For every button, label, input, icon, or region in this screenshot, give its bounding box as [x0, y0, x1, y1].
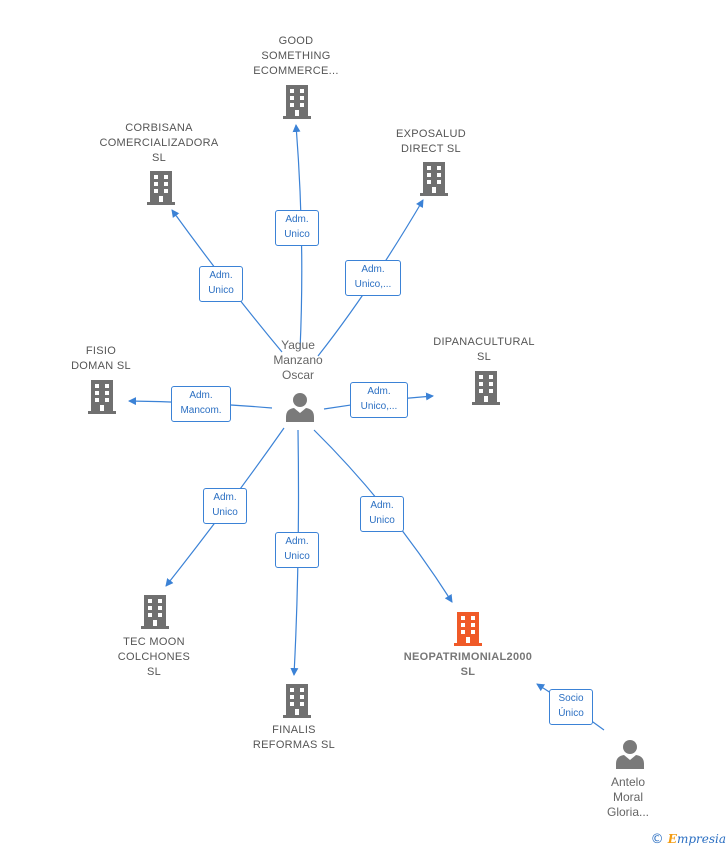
building-icon[interactable] — [87, 379, 117, 415]
edge-label-to-dipanacultural[interactable]: Adm. Unico,... — [350, 382, 408, 418]
edge-label-to-exposalud[interactable]: Adm. Unico,... — [345, 260, 401, 296]
building-icon[interactable] — [471, 370, 501, 406]
building-icon-focus[interactable] — [453, 611, 483, 647]
node-label-tec-moon[interactable]: TEC MOON COLCHONES SL — [117, 636, 191, 678]
copyright-symbol: © — [650, 832, 664, 847]
node-label-fisio-doman[interactable]: FISIO DOMAN SL — [71, 345, 131, 372]
edge-label-to-neopatrimonial[interactable]: Adm. Unico — [360, 496, 404, 532]
building-icon[interactable] — [282, 84, 312, 120]
node-label-neopatrimonial[interactable]: NEOPATRIMONIAL2000 SL — [403, 651, 533, 678]
edge-label-to-corbisana[interactable]: Adm. Unico — [199, 266, 243, 302]
node-label-antelo[interactable]: Antelo Moral Gloria... — [606, 775, 649, 819]
building-icon[interactable] — [282, 683, 312, 719]
node-label-corbisana[interactable]: CORBISANA COMERCIALIZADORA SL — [99, 122, 219, 164]
building-icon[interactable] — [146, 170, 176, 206]
edge-label-to-good-something[interactable]: Adm. Unico — [275, 210, 319, 246]
edge-label-to-finalis[interactable]: Adm. Unico — [275, 532, 319, 568]
edge-label-to-fisio-doman[interactable]: Adm. Mancom. — [171, 386, 231, 422]
node-label-finalis[interactable]: FINALIS REFORMAS SL — [252, 724, 336, 751]
edge-label-to-tec-moon[interactable]: Adm. Unico — [203, 488, 247, 524]
building-icon[interactable] — [419, 161, 449, 197]
person-icon[interactable] — [285, 391, 315, 423]
person-icon[interactable] — [615, 738, 645, 770]
edge-label-antelo-to-neopatrimonial[interactable]: Socio Único — [549, 689, 593, 725]
node-label-good-something[interactable]: GOOD SOMETHING ECOMMERCE... — [253, 35, 339, 77]
node-label-yague[interactable]: Yague Manzano Oscar — [273, 338, 323, 382]
node-label-dipanacultural[interactable]: DIPANACULTURAL SL — [433, 336, 535, 363]
building-icon[interactable] — [140, 594, 170, 630]
node-label-exposalud[interactable]: EXPOSALUD DIRECT SL — [396, 128, 466, 155]
brand-name: Empresia — [667, 832, 726, 846]
empresia-watermark: © Empresia — [651, 832, 726, 847]
